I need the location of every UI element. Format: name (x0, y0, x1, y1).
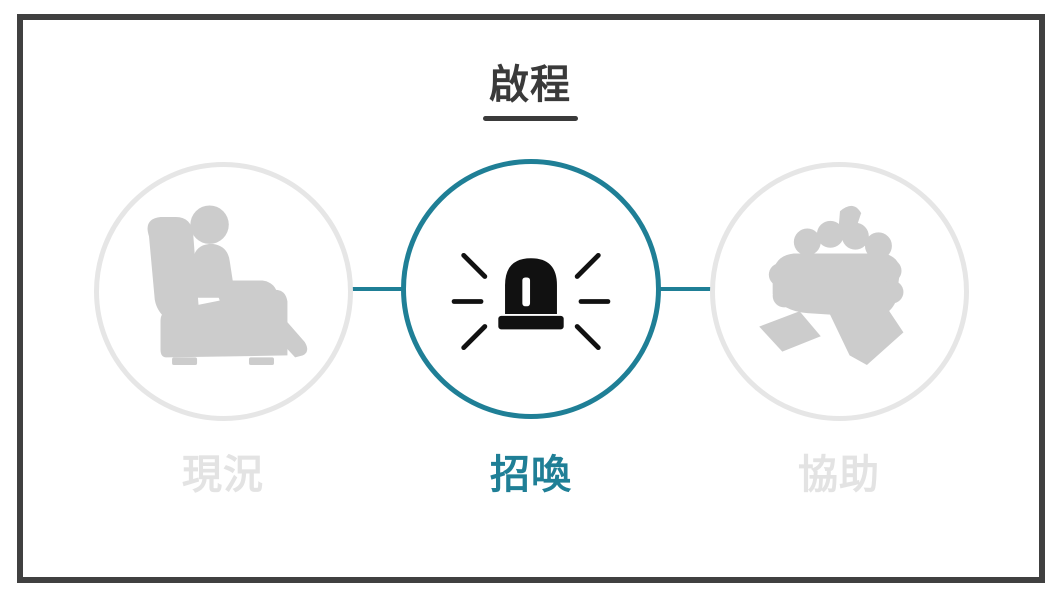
step-circle-assistance (710, 162, 969, 421)
person-in-armchair-icon (147, 205, 308, 366)
connector-line-right (657, 287, 714, 291)
clasped-hands-icon (759, 205, 904, 366)
step-label-current-situation: 現況 (182, 452, 264, 498)
step-label-assistance: 協助 (798, 452, 880, 498)
connector-line-left (350, 287, 405, 291)
title-underline (483, 116, 578, 121)
step-circle-summon (401, 159, 661, 419)
siren-alarm-icon (451, 252, 611, 351)
step-circle-current-situation (94, 162, 353, 421)
page-title: 啟程 (489, 62, 571, 108)
step-label-summon: 招喚 (490, 452, 572, 498)
